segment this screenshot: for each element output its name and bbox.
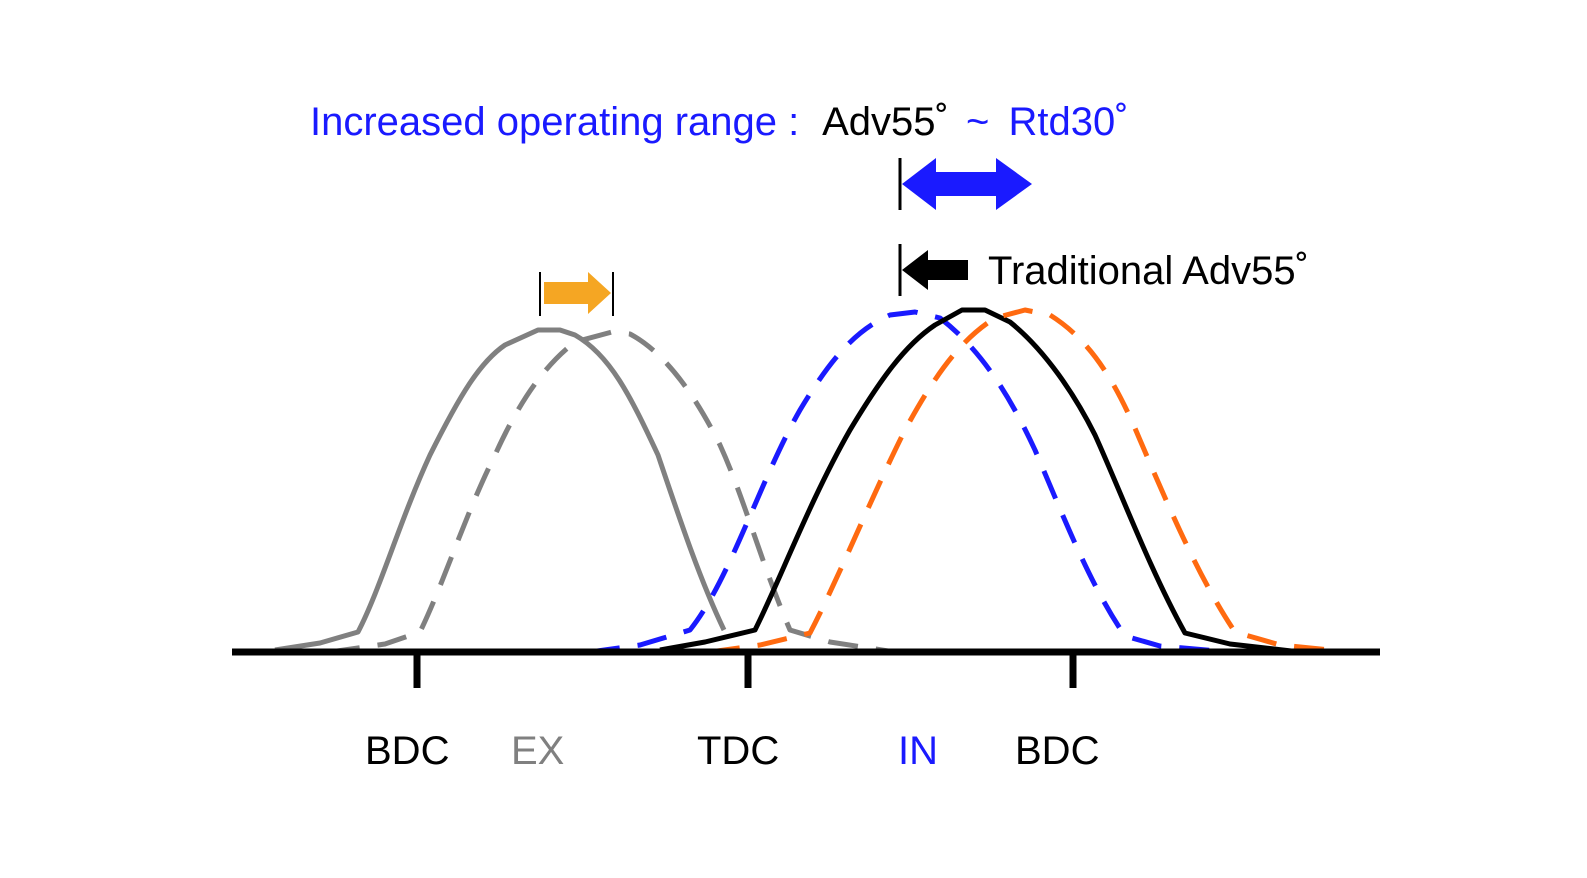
increased-range-arrow [898,158,1032,210]
headline-rtd: Rtd30˚ [1008,100,1128,144]
intake-retarded-curve [709,307,1351,655]
bdc-right-label: BDC [1015,729,1099,773]
tdc-label: TDC [697,729,779,773]
headline-tilde: ~ [966,100,989,144]
headline-prefix: Increased operating range : [310,100,799,144]
bdc-left-label: BDC [365,729,449,773]
intake-advanced-curve [589,309,1231,655]
exhaust-shift-arrow [539,272,614,316]
crank-axis [232,648,1380,688]
headline: Increased operating range : Adv55˚ ~ Rtd… [310,100,1129,144]
headline-adv: Adv55˚ [822,100,949,144]
ex-label: EX [511,729,564,773]
exhaust-shifted-curve [329,329,896,655]
exhaust-original-curve [274,327,727,653]
traditional-advance-arrow [898,244,968,296]
traditional-label: Traditional Adv55˚ [988,249,1309,293]
intake-base-curve [659,307,1301,655]
in-label: IN [898,729,938,773]
